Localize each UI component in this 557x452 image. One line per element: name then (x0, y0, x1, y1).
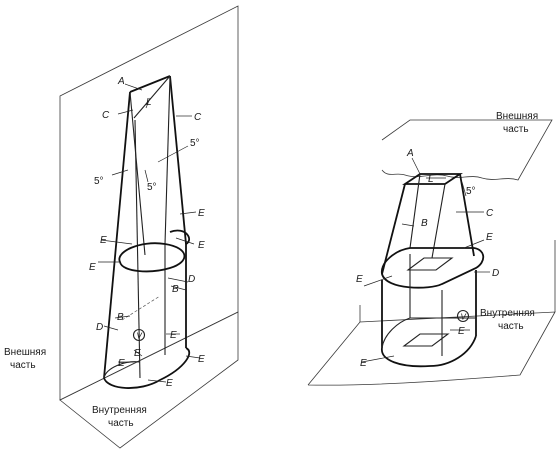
left-label-e9: E (166, 378, 173, 389)
v-marker-circle (132, 328, 146, 342)
right-label-c: C (486, 208, 494, 219)
left-floor-plane (59, 311, 239, 449)
left-label-b1: B (172, 284, 179, 295)
left-label-e6: E (134, 348, 141, 359)
right-label-v: V (461, 313, 467, 322)
right-label-e4: E (360, 358, 367, 369)
left-label-e8: E (198, 354, 205, 365)
right-label-deg: 5° (466, 186, 476, 197)
left-outer-caption-line2: часть (10, 360, 36, 371)
left-label-deg3: 5° (147, 182, 157, 193)
left-inner-caption-line2: часть (108, 418, 134, 429)
right-section-body (381, 173, 485, 368)
right-label-b: B (421, 218, 428, 229)
left-label-deg1: 5° (190, 138, 200, 149)
right-label-a: A (406, 148, 414, 159)
left-label-c2: C (194, 112, 202, 123)
left-section-body (103, 75, 191, 389)
right-outer-caption-line2: часть (503, 124, 529, 135)
left-label-e5: E (170, 330, 177, 341)
right-inner-caption-line1: Внутренняя (480, 308, 535, 319)
left-label-deg2: 5° (94, 176, 104, 187)
right-label-l: L (428, 174, 434, 185)
left-label-e7: E (118, 358, 125, 369)
right-figure: A L 5° C B E E D V E E Внешняя часть Вну… (307, 111, 556, 386)
right-label-e2: E (356, 274, 363, 285)
left-label-l: L (146, 97, 152, 108)
left-label-e3: E (100, 235, 107, 246)
right-leaders (361, 157, 490, 363)
left-label-a: A (117, 76, 125, 87)
right-label-d: D (492, 268, 499, 279)
left-wall-plane (59, 5, 239, 401)
right-label-e1: E (486, 232, 493, 243)
right-inner-caption-line2: часть (498, 321, 524, 332)
left-leaders (98, 83, 201, 383)
left-label-e4: E (89, 262, 96, 273)
left-label-e2: E (198, 240, 205, 251)
right-floor-plane (307, 311, 556, 386)
left-figure: A L C C 5° 5° 5° E E E E D B B D E V E E… (4, 5, 239, 449)
right-ceiling-plane (381, 119, 553, 181)
left-label-v: V (137, 332, 143, 341)
right-outer-caption-line1: Внешняя (496, 111, 538, 122)
left-label-d1: D (188, 274, 195, 285)
left-label-e1: E (198, 208, 205, 219)
left-outer-caption-line1: Внешняя (4, 347, 46, 358)
left-label-d2: D (96, 322, 103, 333)
left-inner-caption-line1: Внутренняя (92, 405, 147, 416)
left-label-c1: C (102, 110, 110, 121)
left-label-b2: B (117, 312, 124, 323)
right-v-marker-circle (456, 309, 470, 323)
right-label-e3: E (458, 326, 465, 337)
